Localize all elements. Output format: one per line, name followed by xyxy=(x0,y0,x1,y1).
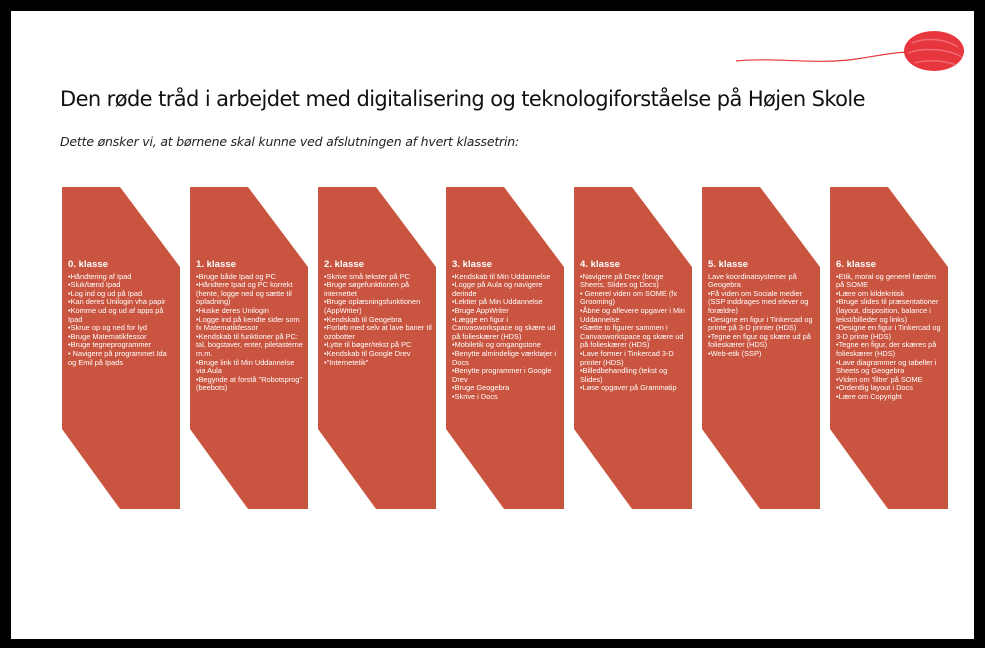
chevron-class-6: 6. klasse •Etik, moral og generel færden… xyxy=(830,187,948,509)
grade-label: 2. klasse xyxy=(324,259,365,270)
list-item: •Log ind og ud på Ipad xyxy=(68,288,143,298)
list-item: •Designe en figur i Tinkercad og printe … xyxy=(708,314,813,333)
list-item: •Bruge søgefunktionen på internettet xyxy=(324,280,410,298)
list-item: • Generel viden om SOME (fx Grooming) xyxy=(580,288,678,307)
list-item: •Håndtering af Ipad xyxy=(68,271,132,281)
list-item: •Håndtere Ipad og PC korrekt (hente, log… xyxy=(196,280,293,307)
list-item: •Viden om 'filtre' på SOME xyxy=(836,374,923,384)
list-item: •Benytte programmer i Google Drev xyxy=(452,366,552,384)
list-item: •Tegne en figur og skære ud på folieskær… xyxy=(708,331,811,350)
list-item: •Bruge AppWriter xyxy=(452,305,509,315)
list-item: •Bruge link til Min Uddannelse via Aula xyxy=(196,357,295,376)
list-item: •Navigere på Drev (bruge Sheets, Slides … xyxy=(580,271,664,290)
list-item: •Designe en figur i Tinkercad og 3-D pri… xyxy=(836,323,941,341)
list-item: •Forløb med selv at lave baner til ozobo… xyxy=(324,323,432,341)
page-subtitle: Dette ønsker vi, at børnene skal kunne v… xyxy=(60,134,520,149)
list-item: •Kendskab til Geogebra xyxy=(324,314,402,324)
list-item: •Kendskab til funktioner på PC: tal, bog… xyxy=(196,331,303,358)
chevron-class-4: 4. klasse •Navigere på Drev (bruge Sheet… xyxy=(574,187,692,509)
grade-label: 4. klasse xyxy=(580,259,621,270)
list-item: •Komme ud og ud af apps på Ipad xyxy=(68,305,164,324)
list-item: •Kan deres Unilogin vha papir xyxy=(68,297,166,307)
list-item: •Bruge både Ipad og PC xyxy=(196,271,276,281)
list-item: • Navigere på programmet Ida og Emil på … xyxy=(68,348,167,367)
list-item: •Benytte almindelige værktøjer i Docs xyxy=(452,348,557,367)
list-item: •Bruge oplæsningsfunktionen (AppWriter) xyxy=(324,297,421,315)
list-item: •Løse opgaver på Grammatip xyxy=(580,383,677,393)
list-item: •Logge ind på kendte sider som fx Matema… xyxy=(196,314,300,333)
list-item: •Skrue op og ned for lyd xyxy=(68,323,148,333)
chevron-class-1: 1. klasse •Bruge både Ipad og PC •Håndte… xyxy=(190,187,308,509)
list-item: •Ordentlig layout i Docs xyxy=(836,383,913,393)
list-item: •Kendskab til Google Drev xyxy=(324,348,411,358)
grade-label: 5. klasse xyxy=(708,259,749,270)
list-item: •Lave diagrammer og tabeller i Sheets og… xyxy=(836,357,937,376)
list-item: •Bruge Matematikfessor xyxy=(68,331,147,341)
list-item: •Huske deres Unilogin xyxy=(196,305,269,315)
list-item: •Tegne en figur, der skæres på folieskær… xyxy=(836,340,937,358)
red-yarn-ball-icon xyxy=(736,31,964,71)
list-item: •"Internetetik" xyxy=(324,357,369,367)
list-item: •Begynde at forstå "Robotsprog" (beebots… xyxy=(196,374,303,393)
list-item: •Sætte to figurer sammen i Canvasworkspa… xyxy=(580,323,684,350)
chevron-class-3: 3. klasse •Kendskab til Min Uddannelse •… xyxy=(446,187,564,509)
list-item: •Få viden om Sociale medier (SSP inddrag… xyxy=(708,288,809,315)
chevron-class-0: 0. klasse •Håndtering af Ipad •Sluk/tænd… xyxy=(62,187,180,509)
page-title: Den røde tråd i arbejdet med digitaliser… xyxy=(60,87,866,111)
list-item: •Lære om Copyright xyxy=(836,391,902,401)
list-item: •Kendskab til Min Uddannelse xyxy=(452,271,551,281)
chevron-class-5: 5. klasse Lave koordinatsystemer på Geog… xyxy=(702,187,820,509)
list-item: •Bruge Geogebra xyxy=(452,383,510,393)
list-item: •Billedbehandling (tekst og Slides) xyxy=(580,366,668,384)
grade-label: 3. klasse xyxy=(452,259,493,270)
list-item: •Etik, moral og generel færden på SOME xyxy=(836,271,936,290)
list-item: •Bruge slides til præsentationer (layout… xyxy=(836,297,939,324)
grade-label: 0. klasse xyxy=(68,259,109,270)
list-item: •Lægge en figur i Canvasworkspace og skæ… xyxy=(452,314,556,341)
list-item: •Sluk/tænd Ipad xyxy=(68,280,121,290)
list-item: •Lytte til bøger/tekst på PC xyxy=(324,340,412,350)
list-item: •Lære om kildekritisk xyxy=(836,288,905,298)
list-item: •Skrive små tekster på PC xyxy=(324,271,410,281)
list-item: •Logge på Aula og navigere derinde xyxy=(452,280,543,298)
grade-label: 1. klasse xyxy=(196,259,237,270)
slide: Den røde tråd i arbejdet med digitaliser… xyxy=(11,11,974,639)
list-item: •Skrive i Docs xyxy=(452,391,498,401)
list-item: •Lave former i Tinkercad 3-D printer (HD… xyxy=(580,348,674,367)
list-item: •Bruge tegneprogrammer xyxy=(68,340,152,350)
intro-text: Lave koordinatsystemer på Geogebra xyxy=(708,271,797,290)
chevron-class-2: 2. klasse •Skrive små tekster på PC •Bru… xyxy=(318,187,436,509)
list-item: •Web-etik (SSP) xyxy=(708,348,762,358)
list-item: •Lektier på Min Uddannelse xyxy=(452,297,543,307)
list-item: •Mobiletik og omgangstone xyxy=(452,340,541,350)
grade-label: 6. klasse xyxy=(836,259,877,270)
list-item: •Åbne og aflevere opgaver i Min Uddannel… xyxy=(580,305,685,324)
